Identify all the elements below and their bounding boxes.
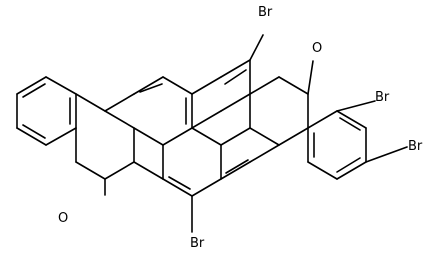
bond-inner — [139, 83, 163, 93]
bond — [365, 146, 408, 163]
bond — [220, 161, 251, 180]
bond — [104, 161, 135, 180]
bond — [220, 59, 251, 78]
bond — [278, 76, 309, 95]
atom-label-br: Br — [190, 236, 205, 251]
bond — [220, 127, 251, 146]
bond — [191, 178, 222, 197]
bond — [162, 178, 193, 197]
atom-label-o: O — [58, 211, 68, 226]
bond-inner — [339, 117, 361, 131]
bond — [45, 76, 77, 95]
bond-lines — [16, 34, 408, 233]
bond — [162, 127, 193, 146]
bond-inner — [22, 124, 46, 139]
bond-inner — [225, 159, 249, 174]
bond — [133, 161, 164, 180]
bond-inner — [336, 157, 361, 173]
bond — [75, 93, 106, 112]
bond — [133, 76, 164, 95]
atom-label-br: Br — [258, 5, 273, 20]
bond — [249, 127, 280, 146]
bond — [220, 93, 251, 112]
bond-inner — [224, 69, 247, 85]
atom-label-o: O — [312, 41, 322, 56]
bond — [133, 127, 164, 146]
bond — [336, 110, 367, 129]
bond-inner — [168, 176, 191, 190]
atom-labels: Br O Br Br O Br — [58, 5, 423, 251]
atom-label-br: Br — [375, 90, 390, 105]
bond — [191, 76, 222, 95]
bond — [104, 110, 135, 129]
bond — [16, 127, 47, 146]
bond — [191, 110, 222, 129]
bond — [249, 144, 280, 163]
atom-label-br: Br — [408, 139, 423, 154]
bond — [249, 76, 280, 95]
bond — [162, 76, 193, 95]
bond — [75, 161, 106, 180]
bond — [336, 161, 367, 180]
bond — [307, 60, 314, 95]
bond — [336, 100, 376, 112]
bond — [278, 127, 309, 146]
bond — [104, 93, 135, 112]
bond-inner — [22, 83, 46, 98]
bond — [45, 127, 77, 146]
bond — [307, 110, 338, 129]
bond — [191, 127, 222, 146]
bond — [249, 34, 264, 61]
bond — [307, 161, 338, 180]
bond — [16, 76, 47, 95]
